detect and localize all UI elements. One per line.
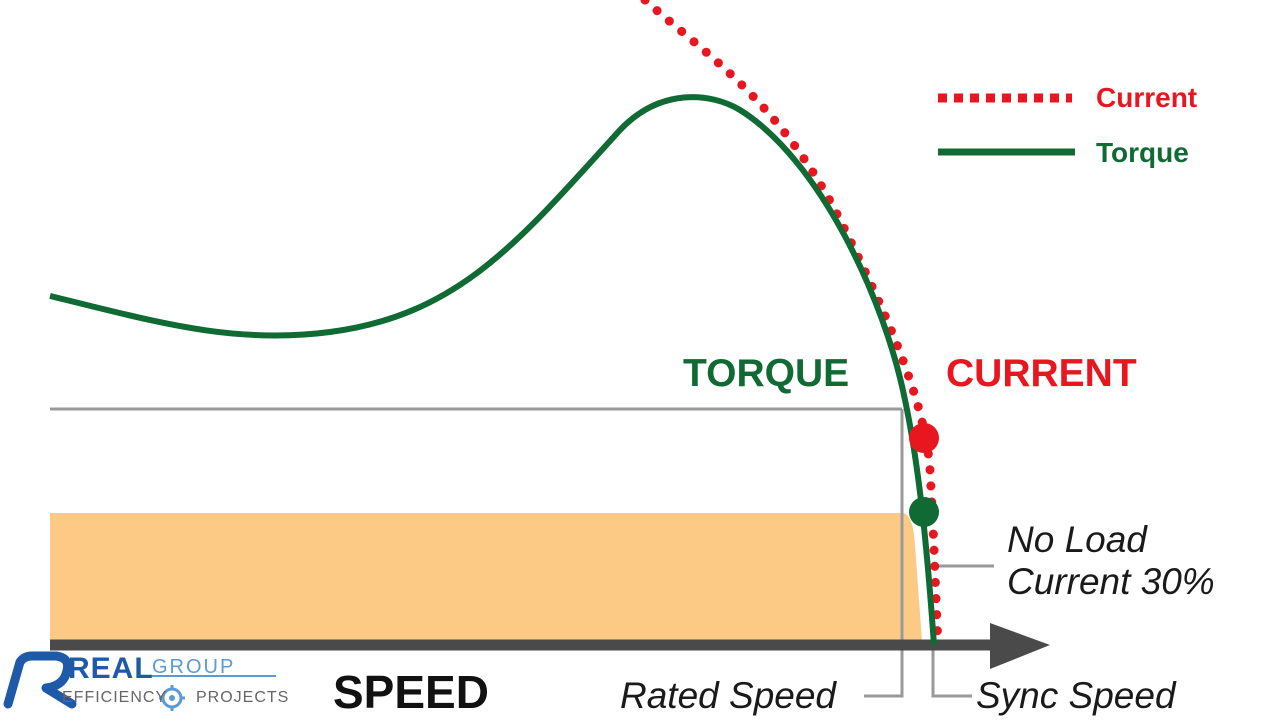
legend-torque-label: Torque (1096, 137, 1189, 168)
logo-r-mark (3, 651, 77, 709)
no-load-note-line1: No Load (1007, 519, 1147, 560)
real-group-logo (3, 651, 276, 711)
current-label: CURRENT (946, 352, 1137, 395)
load-area (50, 513, 922, 641)
current-curve (640, 0, 943, 650)
speed-axis-arrowhead (990, 623, 1050, 669)
legend-current-label: Current (1096, 82, 1198, 113)
logo-tagline-efficiency: EFFICIENCY (62, 689, 168, 706)
speed-axis-label: SPEED (333, 666, 489, 718)
sync-speed-guide-line (931, 645, 972, 698)
logo-word-group: GROUP (152, 656, 236, 678)
torque-rated-point (909, 497, 939, 527)
no-load-note-line2: Current 30% (1007, 561, 1215, 602)
sync-speed-label: Sync Speed (976, 675, 1176, 716)
current-rated-point (909, 423, 939, 453)
logo-tagline-projects: PROJECTS (196, 689, 290, 706)
gear-icon (159, 685, 185, 711)
rated-speed-label: Rated Speed (620, 675, 837, 716)
torque-label: TORQUE (683, 352, 850, 395)
rated-speed-guide-line (864, 409, 904, 698)
torque-curve (49, 94, 937, 646)
logo-word-real: REAL (68, 652, 154, 685)
